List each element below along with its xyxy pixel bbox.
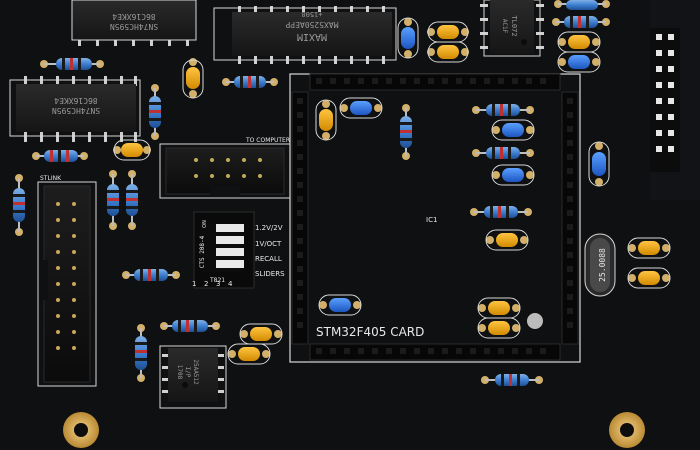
stm32-card-socket — [289, 73, 581, 363]
chip-left-line1: SN74HC595N — [52, 106, 100, 115]
resistors — [13, 0, 610, 386]
chip-maxim-part: MAX5250AEPP — [285, 20, 338, 29]
mounting-holes — [63, 412, 645, 448]
chip-sn74hc595n-top — [71, 0, 197, 46]
silkscreen-labels: TO COMPUTER STLINK IC1 STM32F405 CARD 1.… — [40, 137, 437, 339]
chip-tl072 — [480, 0, 544, 57]
right-edge-header — [650, 28, 680, 172]
chip-25aa512-code: I/P — [184, 367, 191, 378]
label-card: STM32F405 CARD — [316, 325, 424, 339]
label-ic1: IC1 — [426, 216, 437, 224]
crystal-label: 25.0088 — [598, 248, 607, 282]
chip-top-left-line1: SN74HC595N — [110, 22, 158, 31]
capacitors — [113, 17, 671, 365]
chip-left-line2: 86C16XKE4 — [54, 96, 98, 105]
label-dip-num4: 4 — [228, 280, 233, 288]
chip-maxim-brand: MAXIM — [297, 31, 327, 42]
label-dip-sliders: SLIDERS — [255, 270, 285, 278]
chip-25aa512-code2: 1708 — [176, 365, 183, 380]
dip-switch — [193, 211, 255, 289]
chip-25aa512-part: 25AA512 — [192, 359, 199, 385]
chip-top-left-line2: 86C16XKE4 — [112, 12, 156, 21]
dip-side-text: CTS 208-4 ON — [199, 220, 208, 268]
chip-sn74hc595n-left — [9, 76, 141, 142]
chip-maxim — [213, 6, 397, 64]
label-dip-code: T821 — [209, 277, 225, 284]
chip-25aa512 — [159, 345, 227, 409]
label-dip-num3: 3 — [216, 280, 220, 288]
label-stlink: STLINK — [40, 175, 62, 182]
to-computer-header — [159, 143, 291, 199]
crystal — [584, 233, 616, 297]
label-dip-num2: 2 — [204, 280, 208, 288]
dip-part-label: CTS 208-4 — [199, 235, 206, 268]
dip-on-label: ON — [202, 220, 208, 228]
stlink-header — [37, 181, 97, 387]
chip-tl072-code: AC1F — [501, 19, 508, 34]
label-dip-num1: 1 — [192, 280, 196, 288]
label-dip-volt2: 1V/OCT — [255, 240, 282, 248]
chip-maxim-code: +1508 — [301, 10, 322, 18]
label-to-computer: TO COMPUTER — [245, 137, 290, 144]
label-dip-volt1: 1.2V/2V — [255, 224, 283, 232]
crystal-value: 25.0088 — [598, 248, 607, 282]
label-dip-recall: RECALL — [255, 255, 282, 263]
chip-tl072-part: TL072 — [510, 15, 518, 36]
chip-markings: SN74HC595N 86C16XKE4 SN74HC595N 86C16XKE… — [52, 10, 518, 385]
